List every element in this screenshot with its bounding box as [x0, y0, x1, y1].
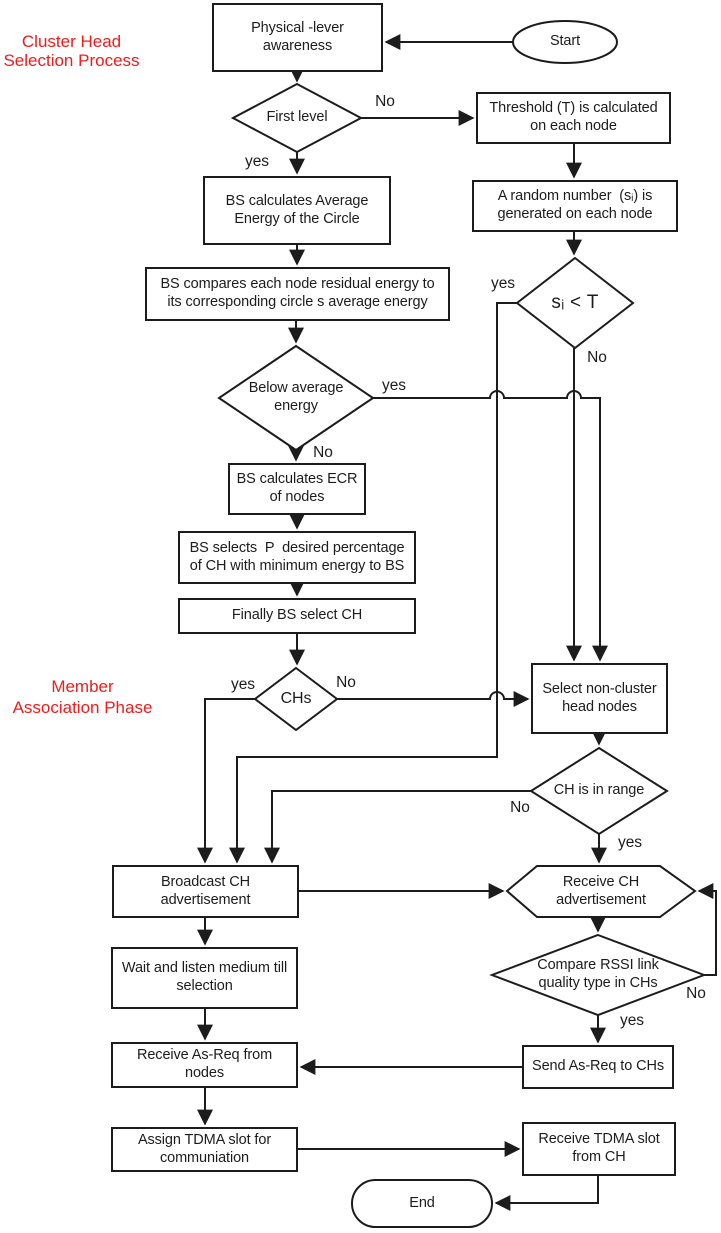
- threshold-box-shape: [476, 92, 671, 144]
- receive-tdma-box-shape: [522, 1122, 676, 1176]
- first-level-diamond-shape: [230, 82, 364, 154]
- end-terminator-shape: [351, 1179, 493, 1228]
- select-non-cluster-box-shape: [531, 663, 668, 734]
- assign-tdma-box-shape: [111, 1127, 298, 1172]
- arrow-belowavg-yes-to-selectnoncluster: [373, 390, 608, 662]
- start-terminator-shape: [512, 20, 618, 64]
- bs-ecr-box-shape: [228, 463, 366, 515]
- bs-selects-box-shape: [178, 531, 416, 584]
- bs-calc-avg-box-shape: [203, 176, 391, 245]
- ch-in-range-diamond-shape: [529, 746, 669, 836]
- receive-asreq-box-shape: [111, 1042, 298, 1088]
- compare-rssi-diamond-shape: [489, 933, 707, 1017]
- finally-select-box-shape: [178, 598, 416, 634]
- arrow-sicheck-yes-to-broadcast: [229, 302, 517, 864]
- arrow-chs-yes-to-broadcast: [197, 698, 255, 864]
- arrow-comparerssi-no-loop-to-receivech: [697, 883, 717, 976]
- random-number-box-shape: [472, 180, 678, 232]
- arrow-chs-no-to-selectnoncluster: [337, 691, 530, 707]
- below-avg-diamond-shape: [217, 344, 375, 452]
- physical-box-shape: [212, 3, 383, 72]
- arrow-receivetdma-to-end: [494, 1175, 599, 1211]
- broadcast-box-shape: [112, 865, 299, 918]
- wait-listen-box-shape: [111, 947, 298, 1009]
- bs-compares-box-shape: [145, 267, 450, 321]
- si-check-diamond-shape: [515, 256, 635, 350]
- receive-ch-hexagon-shape: [505, 865, 697, 918]
- send-asreq-box-shape: [522, 1045, 674, 1089]
- chs-diamond-shape: [253, 666, 339, 732]
- arrow-chinrange-no-to-broadcast: [264, 790, 531, 864]
